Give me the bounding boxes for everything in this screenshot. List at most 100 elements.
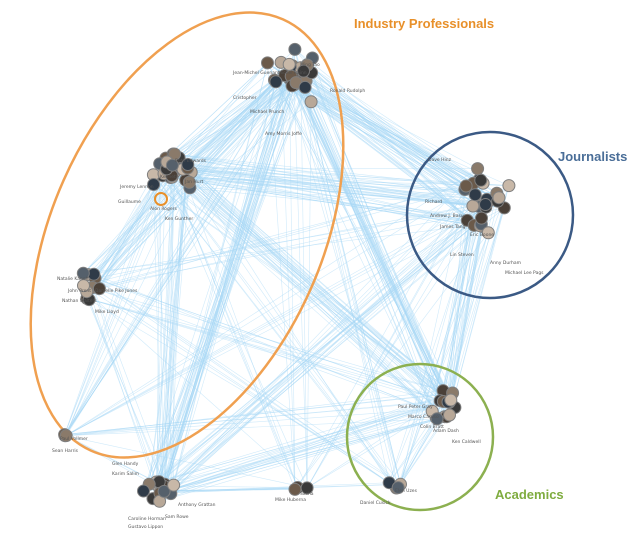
network-edge [175, 164, 449, 399]
network-edge [165, 157, 296, 490]
network-edge [64, 418, 438, 436]
network-edge [304, 87, 480, 207]
network-edge [149, 185, 510, 485]
avatar-node[interactable] [147, 178, 161, 191]
avatar-node[interactable] [77, 279, 90, 293]
network-edge [163, 225, 475, 487]
avatar-node[interactable] [288, 42, 302, 56]
network-edge [162, 207, 505, 493]
avatar-node[interactable] [492, 191, 506, 205]
node-label: Amy Morris Joffe [265, 131, 302, 137]
network-edge [400, 416, 445, 485]
network-edge [94, 277, 401, 485]
network-edge [289, 78, 467, 187]
academics-cluster-label: Academics [495, 487, 564, 502]
avatar-node[interactable] [444, 393, 458, 407]
network-edge [171, 175, 500, 198]
node-label: Caroline Horman [128, 516, 166, 522]
network-edge [83, 273, 447, 417]
avatar-node[interactable] [261, 56, 274, 70]
network-edge [301, 74, 444, 402]
network-edge [65, 76, 294, 436]
network-edge [292, 84, 433, 412]
network-edge [156, 158, 167, 483]
avatar-node[interactable] [181, 158, 195, 171]
avatar-node[interactable] [92, 282, 106, 296]
network-edge [143, 206, 480, 492]
avatar-node[interactable] [165, 158, 179, 172]
avatar-node[interactable] [475, 211, 488, 225]
network-edge [173, 76, 292, 155]
avatar-node[interactable] [481, 226, 495, 240]
avatar-node[interactable] [479, 198, 492, 211]
network-edge [162, 175, 482, 219]
avatar-node[interactable] [443, 408, 456, 422]
node-label: Sam Rowe [165, 514, 189, 520]
node-label: Natalie Kaneff [57, 276, 90, 282]
network-edge [164, 401, 449, 492]
node-label: Alon Rogers [150, 206, 178, 212]
network-edge [280, 62, 401, 485]
journalists-cluster-outline [405, 130, 575, 300]
node-label: Nathan Walters [62, 298, 97, 304]
network-edge [64, 407, 455, 436]
node-label: Jean-Michel Guenard [232, 70, 280, 76]
network-edge [156, 74, 302, 483]
network-edge [174, 153, 445, 417]
avatar-node[interactable] [391, 481, 405, 495]
network-edge [64, 75, 285, 435]
avatar-node[interactable] [304, 95, 318, 109]
avatar-node[interactable] [157, 484, 171, 498]
avatar-node[interactable] [471, 162, 485, 176]
avatar-node[interactable] [298, 80, 312, 94]
network-edge [291, 85, 456, 408]
network-edge [304, 87, 445, 417]
node-label: Sasha [300, 491, 314, 497]
node-label: Elen Uzes [395, 488, 418, 494]
node-label: Jan Hurt [184, 179, 203, 185]
avatar-node[interactable] [282, 57, 296, 71]
network-edge [66, 168, 478, 436]
network-edge [172, 153, 437, 418]
avatar-node[interactable] [167, 478, 181, 492]
network-edge [153, 174, 399, 488]
avatar-node[interactable] [182, 175, 196, 189]
avatar-node[interactable] [288, 482, 302, 496]
network-edge [182, 168, 448, 397]
avatar-node[interactable] [297, 64, 310, 78]
node-label: Beth Edwards [175, 158, 207, 164]
journalists-cluster-label: Journalists [558, 149, 627, 164]
node-label: Ken Caldwell [452, 439, 481, 445]
avatar-node[interactable] [474, 173, 488, 187]
network-edge [164, 482, 390, 493]
node-label: Jeremy Lennon [119, 184, 154, 190]
avatar-node[interactable] [430, 412, 444, 426]
avatar-node[interactable] [466, 199, 480, 213]
network-edge [66, 200, 498, 436]
network-edge [156, 163, 160, 485]
network-edge [159, 484, 401, 494]
node-label: Paul Peter Gray [398, 404, 433, 410]
node-label: Michael Lee Pags [505, 270, 544, 276]
network-edge [304, 87, 437, 418]
node-label: Paul Vollmer [60, 436, 88, 442]
avatar-node[interactable] [459, 179, 473, 193]
network-edge [189, 187, 437, 418]
network-edge [291, 85, 449, 403]
industry-cluster-label: Industry Professionals [354, 16, 494, 31]
avatar-node[interactable] [468, 188, 482, 202]
avatar-node[interactable] [137, 484, 150, 498]
network-edge [173, 168, 478, 486]
avatar-node[interactable] [59, 429, 73, 443]
node-layer [58, 42, 516, 508]
network-edge [143, 400, 441, 492]
avatar-node[interactable] [502, 179, 516, 193]
avatar-node[interactable] [269, 75, 283, 89]
network-edge [182, 84, 293, 170]
network-edge [162, 175, 477, 205]
network-edge [153, 184, 477, 205]
network-edge [161, 169, 184, 491]
node-label: Daniel Cusick [360, 500, 391, 506]
network-edge [306, 180, 482, 489]
network-edge [294, 49, 467, 187]
